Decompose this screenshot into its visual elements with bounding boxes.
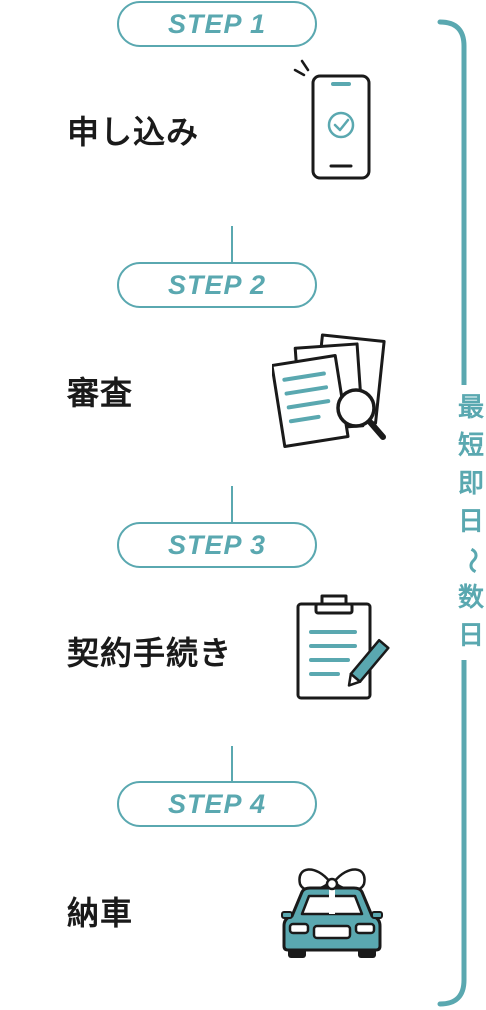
step-1-label: 申し込み: [67, 113, 200, 151]
duration-char: 即: [457, 468, 484, 499]
duration-char: 日: [457, 621, 484, 652]
connector-3: [231, 746, 233, 782]
connector-2: [231, 486, 233, 522]
step-4-badge: STEP 4: [117, 781, 317, 827]
clipboard-pen-icon: [296, 594, 390, 700]
step-3-label: 契約手続き: [67, 634, 233, 672]
connector-1: [231, 226, 233, 262]
duration-char: 最: [457, 392, 484, 423]
documents-magnifier-icon: [272, 333, 386, 448]
duration-char: 〜: [456, 547, 486, 574]
duration-char: 数: [457, 583, 484, 614]
step-2-label: 審査: [67, 374, 134, 412]
smartphone-check-icon: [293, 59, 371, 180]
duration-label: 最 短 即 日 〜 数 日: [456, 385, 486, 660]
car-ribbon-icon: [281, 868, 383, 958]
step-1-badge: STEP 1: [117, 1, 317, 47]
duration-char: 日: [457, 506, 484, 537]
duration-char: 短: [457, 430, 484, 461]
step-3-badge: STEP 3: [117, 522, 317, 568]
step-2-badge: STEP 2: [117, 262, 317, 308]
step-4-label: 納車: [67, 894, 134, 932]
